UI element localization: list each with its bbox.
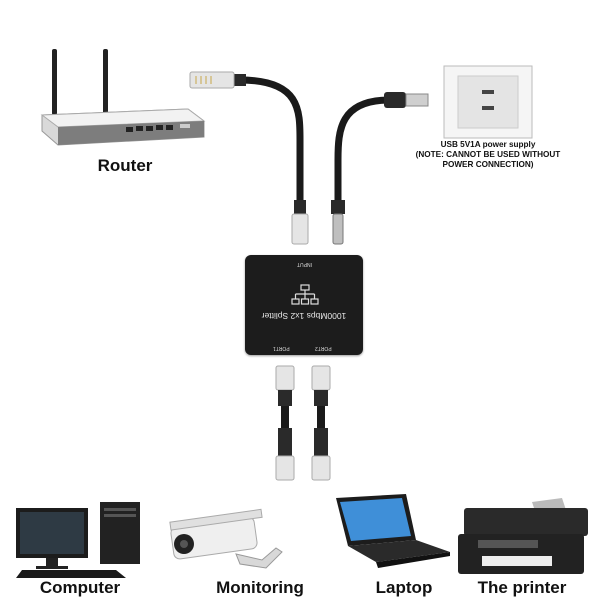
output-cable-2 <box>312 366 330 480</box>
printer-icon <box>458 498 590 576</box>
computer-label: Computer <box>10 578 150 598</box>
desktop-computer-icon <box>16 502 146 578</box>
security-camera-icon <box>166 508 288 574</box>
laptop-icon <box>330 494 454 572</box>
output-cable-1 <box>276 366 294 480</box>
printer-label: The printer <box>452 578 592 598</box>
monitoring-label: Monitoring <box>190 578 330 598</box>
